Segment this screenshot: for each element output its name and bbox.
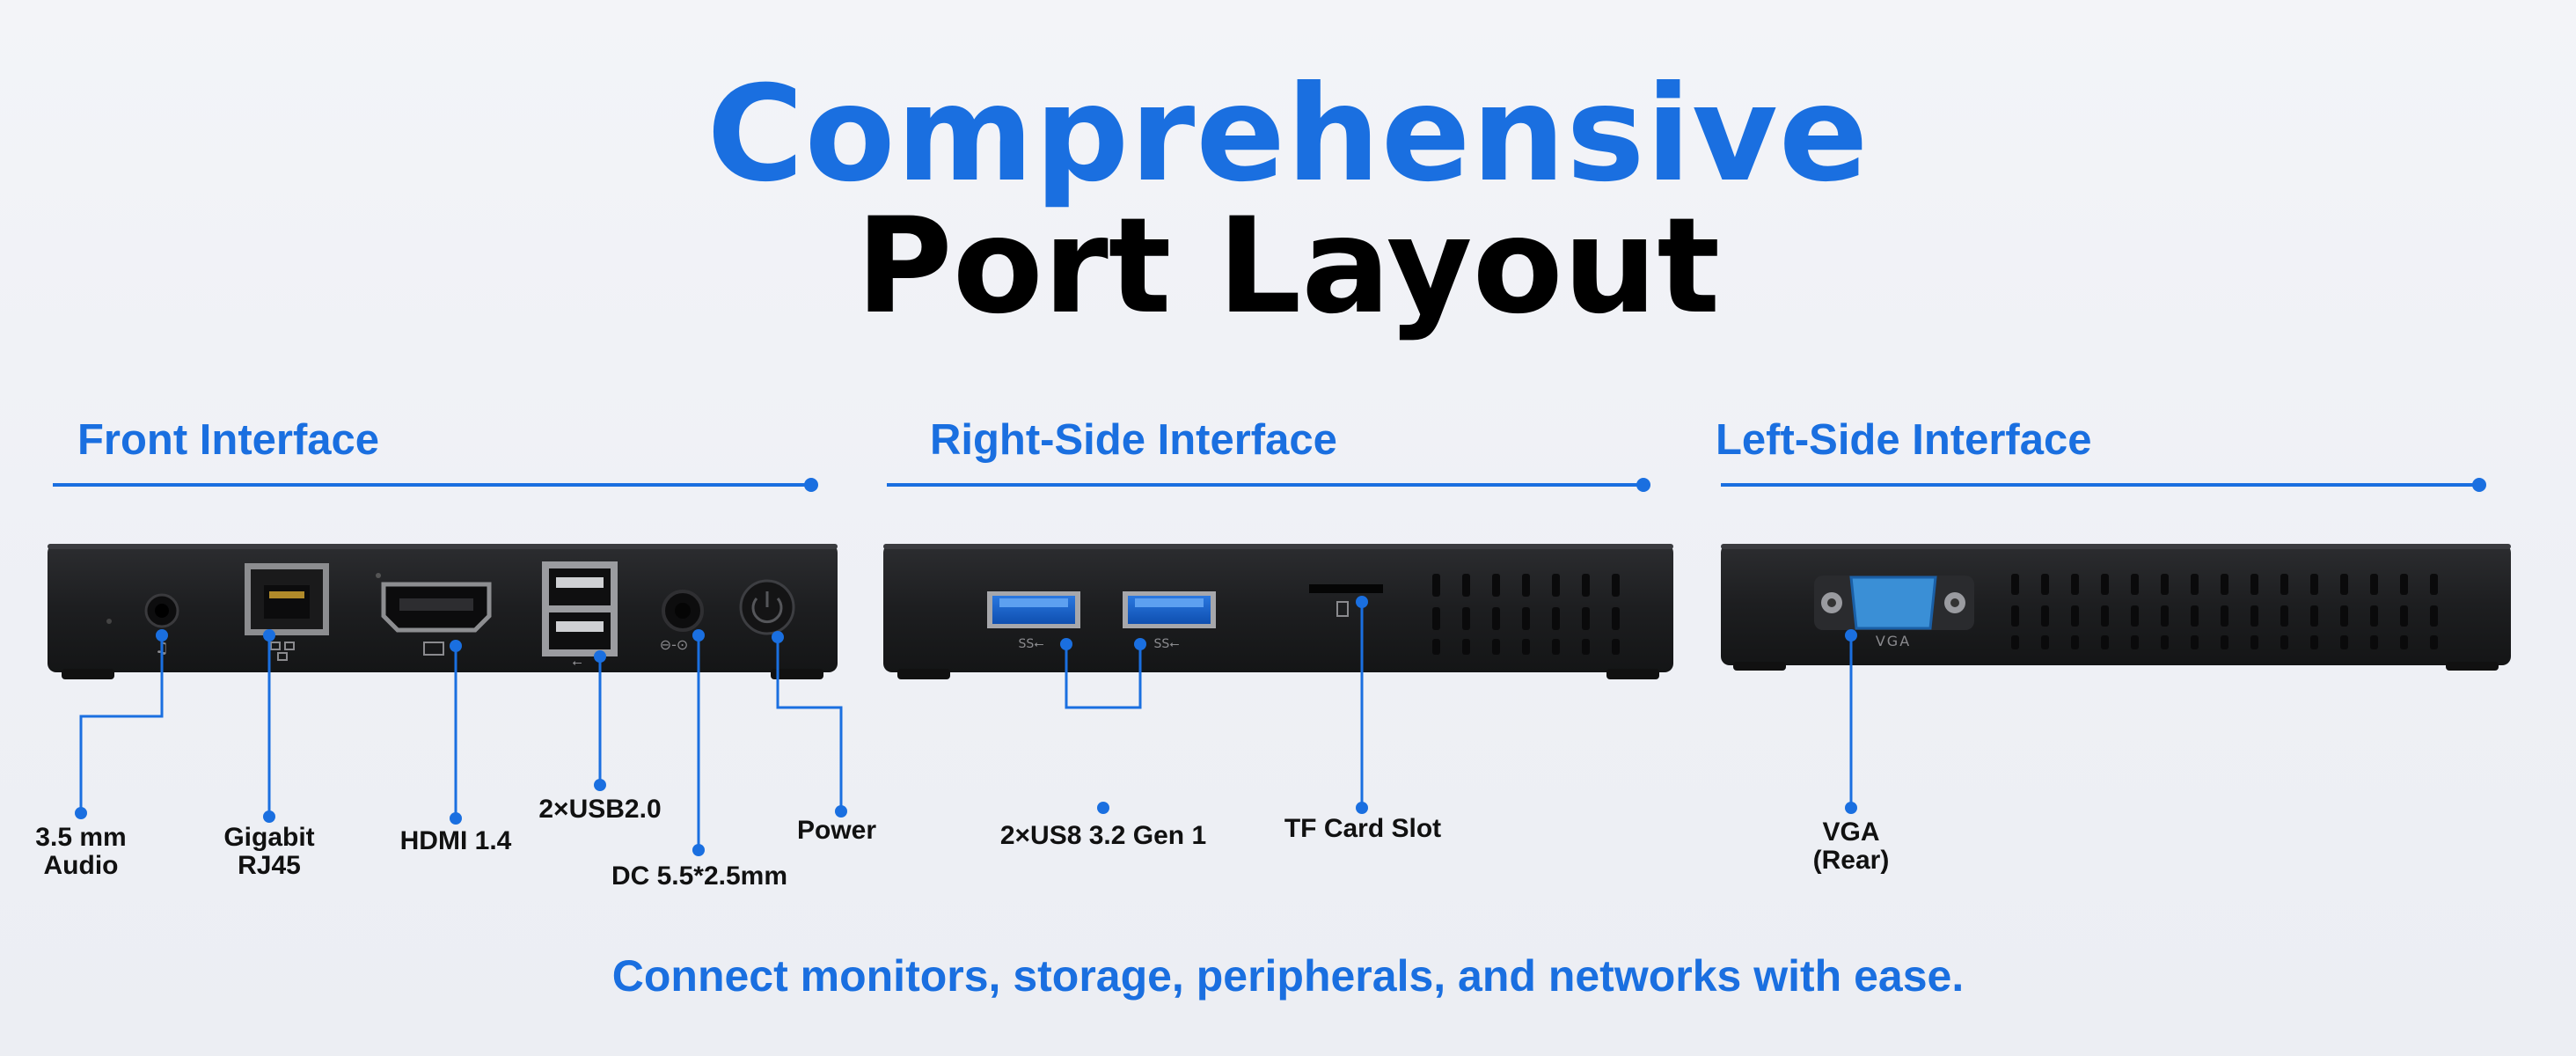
label-dc: DC 5.5*2.5mm (611, 862, 788, 891)
label-audio-line2: Audio (43, 851, 119, 881)
leader-audio (79, 635, 164, 813)
leader-power (776, 637, 843, 811)
tf-card-slot (1309, 584, 1383, 617)
tagline: Connect monitors, storage, peripherals, … (611, 951, 1965, 1001)
svg-text:⭠: ⭠ (572, 656, 582, 670)
dot-usb3-b (1134, 638, 1146, 650)
dot-vga-top (1845, 629, 1857, 642)
section-rule-front (53, 478, 818, 492)
vent-slots-left (2011, 574, 2438, 649)
svg-text:VGA: VGA (1876, 633, 1911, 649)
label-vga-line2: (Rear) (1812, 846, 1890, 876)
power-button (739, 579, 795, 635)
dot-vga-bottom (1845, 802, 1857, 814)
dot-dc-bottom (692, 844, 705, 856)
dot-rj45-bottom (263, 810, 275, 823)
device-front: ♫ ⭠ (48, 544, 838, 679)
label-hdmi: HDMI 1.4 (399, 826, 512, 855)
dot-hdmi-top (450, 640, 462, 652)
dot-usb2-bottom (594, 779, 606, 791)
section-left-side-interface: Left-Side Interface (1716, 416, 2092, 464)
vent-slots-right (1432, 574, 1620, 655)
section-rule-left (1721, 478, 2486, 492)
title-comprehensive: Comprehensive (706, 58, 1870, 211)
dot-tf-top (1356, 596, 1368, 608)
vga-port: VGA (1814, 576, 1974, 649)
device-right: SS⭠ SS⭠ (883, 544, 1673, 679)
usb3-port-1: SS⭠ (987, 591, 1080, 651)
dot-tf-bottom (1356, 802, 1368, 814)
dot-audio-bottom (75, 807, 87, 819)
dot-power-top (772, 631, 784, 643)
usb2-ports: ⭠ (542, 561, 618, 670)
rj45-port (245, 563, 329, 661)
label-audio-line1: 3.5 mm (35, 823, 127, 852)
dot-dc-top (692, 629, 705, 642)
leader-usb3 (1065, 644, 1142, 709)
label-power: Power (796, 816, 877, 845)
device-left: VGA (1721, 544, 2511, 671)
label-rj45-line2: RJ45 (238, 851, 301, 881)
section-front-interface: Front Interface (77, 416, 380, 464)
dot-rj45-top (263, 629, 275, 642)
svg-text:SS⭠: SS⭠ (1154, 637, 1180, 651)
dc-power-jack: ⊖-⊙ (660, 590, 704, 653)
usb3-port-2: SS⭠ (1123, 591, 1216, 651)
label-audio: 3.5 mm Audio (25, 823, 137, 881)
label-usb3: 2×US8 3.2 Gen 1 (999, 821, 1207, 850)
label-vga: VGA (Rear) (1795, 818, 1907, 876)
dot-power-bottom (835, 805, 847, 818)
section-rule-right (887, 478, 1650, 492)
label-rj45-line1: Gigabit (223, 823, 315, 852)
svg-text:SS⭠: SS⭠ (1019, 637, 1044, 651)
label-usb2: 2×USB2.0 (538, 795, 662, 824)
dot-audio-top (156, 629, 168, 642)
dot-usb3-bottom (1097, 802, 1109, 814)
label-rj45: Gigabit RJ45 (208, 823, 331, 881)
dot-usb2-top (594, 650, 606, 663)
label-tf: TF Card Slot (1284, 814, 1442, 843)
label-vga-line1: VGA (1822, 818, 1880, 847)
title-port-layout: Port Layout (855, 190, 1721, 343)
dot-hdmi-bottom (450, 812, 462, 825)
hdmi-port (381, 582, 492, 656)
svg-text:⊖-⊙: ⊖-⊙ (660, 636, 689, 653)
section-right-side-interface: Right-Side Interface (930, 416, 1337, 464)
dot-usb3-a (1060, 638, 1072, 650)
